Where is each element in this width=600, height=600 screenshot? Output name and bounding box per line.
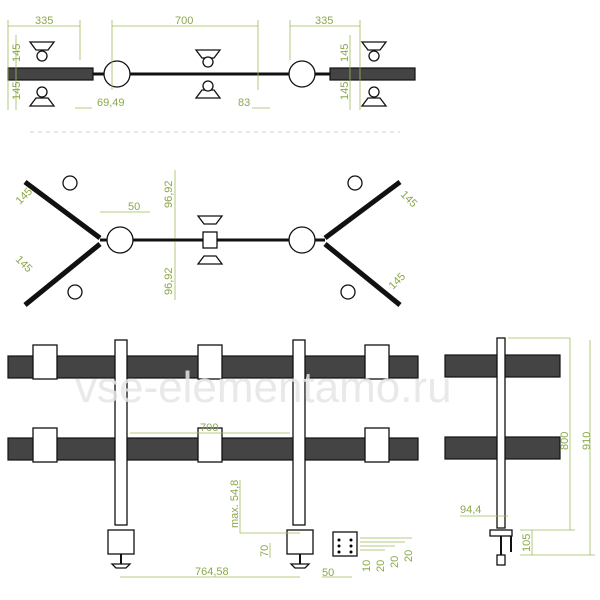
dim-right-up: 145 xyxy=(339,44,351,62)
joint-right xyxy=(288,60,316,88)
dim-arm-up: 96,92 xyxy=(163,180,175,208)
vesa-mount-right-bottom xyxy=(360,86,388,107)
dim-left-offset: 69,49 xyxy=(97,97,125,109)
dim-hole-20c: 20 xyxy=(403,550,415,562)
dim-angled-offset: 50 xyxy=(128,201,140,213)
dim-hole-10: 10 xyxy=(361,560,373,572)
right-arm-upper xyxy=(323,179,402,241)
dim-post-distance: 764,58 xyxy=(195,566,229,578)
angled-view: 145 145 145 145 50 96,92 96,92 xyxy=(13,170,419,307)
dim-right-width: 335 xyxy=(315,15,333,27)
post-right xyxy=(292,339,306,526)
vesa-plate-1 xyxy=(32,344,58,380)
left-arm-upper xyxy=(23,179,102,241)
dim-side-clamp: 105 xyxy=(521,534,533,552)
vesa-plate-6 xyxy=(364,427,390,463)
dim-hole-20b: 20 xyxy=(389,556,401,568)
dim-clamp: 70 xyxy=(259,545,271,557)
vesa-mount-right-top xyxy=(360,41,388,62)
side-clamp xyxy=(489,529,513,566)
vesa-plate-2 xyxy=(197,344,223,380)
dim-angled-right-down: 145 xyxy=(387,271,408,292)
watermark: vse-elementamo.ru xyxy=(75,363,452,412)
dim-height-800: 800 xyxy=(559,432,571,450)
right-arm-lower xyxy=(323,242,402,307)
base-plate-detail xyxy=(332,531,358,557)
vesa-mount-left-top xyxy=(28,41,56,62)
dim-center-width: 700 xyxy=(175,15,193,27)
angled-joint-right xyxy=(288,226,316,254)
right-rail xyxy=(329,67,416,81)
vesa-plate-3 xyxy=(364,344,390,380)
dim-left-up: 145 xyxy=(11,44,23,62)
top-view: 335 700 335 145 145 145 145 69,49 83 xyxy=(7,15,416,110)
side-post xyxy=(496,337,506,529)
dim-arm-down: 96,92 xyxy=(163,267,175,295)
dim-height-910: 910 xyxy=(581,432,593,450)
dim-left-width: 335 xyxy=(35,15,53,27)
angled-mount-tl xyxy=(62,175,78,191)
dim-depth: 94,4 xyxy=(460,504,481,516)
front-view: 700 max. 54,8 70 764,58 50 10 20 20 20 xyxy=(7,339,419,579)
left-arm-lower xyxy=(23,242,102,307)
angled-joint-left xyxy=(106,226,134,254)
dim-left-down: 145 xyxy=(11,82,23,100)
dim-right-down: 145 xyxy=(339,82,351,100)
post-left xyxy=(114,339,128,526)
vesa-mount-center-top xyxy=(194,49,222,68)
dim-span: 700 xyxy=(200,422,218,434)
dim-height-max: max. 54,8 xyxy=(229,480,241,528)
desk-clamp-left xyxy=(107,529,135,569)
desk-clamp-right xyxy=(286,529,314,569)
angled-mount-tr xyxy=(347,175,363,191)
left-rail xyxy=(7,67,94,81)
vesa-mount-center-bottom xyxy=(194,80,222,99)
dim-right-offset: 83 xyxy=(238,97,250,109)
dim-angled-right-up: 145 xyxy=(398,189,419,210)
vesa-plate-4 xyxy=(32,427,58,463)
dim-hole-20a: 20 xyxy=(375,560,387,572)
vesa-plate-5 xyxy=(197,427,223,463)
angled-mount-bl xyxy=(67,284,83,300)
joint-left xyxy=(103,60,131,88)
dim-angled-left-down: 145 xyxy=(13,254,34,275)
angled-mount-br xyxy=(340,284,356,300)
dim-base-width: 50 xyxy=(322,567,334,579)
side-view: 800 910 94,4 105 xyxy=(444,337,595,566)
vesa-mount-left-bottom xyxy=(28,86,56,107)
angled-center-mount xyxy=(196,215,224,265)
